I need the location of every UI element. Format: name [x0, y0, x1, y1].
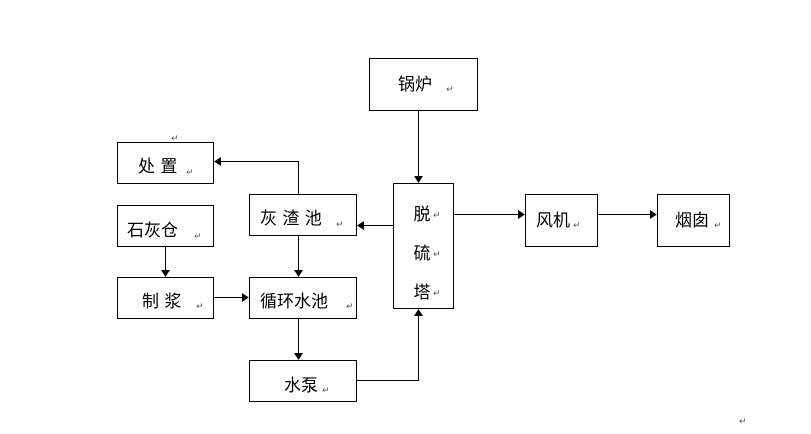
slurry-label: 制 浆 [142, 292, 181, 312]
circulating-pool-box [249, 277, 357, 319]
disposal-label: 处 置 [138, 157, 177, 177]
paragraph-mark: ↵ [322, 386, 330, 396]
boiler-box [369, 58, 478, 111]
chimney-label: 烟囱 [675, 211, 709, 231]
lime-silo-label: 石灰仓 [127, 221, 178, 241]
lime-silo-to-slurry-arrow [161, 270, 170, 277]
tower-to-ash-pool-arrow [357, 221, 364, 230]
ash-pool-to-circulating-pool-arrow [294, 270, 303, 277]
fan-to-chimney-arrow [650, 210, 657, 219]
slurry-box [117, 277, 214, 319]
paragraph-mark: ↵ [433, 211, 441, 221]
slurry-to-circulating-pool-arrow [242, 293, 249, 302]
ash-pool-box [249, 194, 357, 236]
paragraph-mark: ↵ [196, 302, 204, 312]
paragraph-mark: ↵ [433, 289, 441, 299]
paragraph-mark: ↵ [336, 220, 344, 230]
boiler-label: 锅炉 [398, 75, 432, 95]
fan-box [525, 194, 598, 247]
tower-label-char-1: 脱 [414, 205, 431, 225]
paragraph-mark: ↵ [194, 232, 202, 242]
tower-to-fan-arrow [518, 210, 525, 219]
chimney-box [657, 194, 730, 247]
pump-to-tower-arrow [414, 309, 423, 316]
ash-pool-label: 灰 渣 池 [260, 209, 322, 229]
desulfurization-tower-box [393, 183, 454, 309]
paragraph-mark: ↵ [346, 302, 354, 312]
circulating-pool-label: 循环水池 [260, 292, 328, 312]
lime-silo-box [117, 205, 214, 247]
pump-box [249, 360, 357, 402]
paragraph-mark: ↵ [433, 250, 441, 260]
disposal-box [117, 142, 214, 184]
paragraph-mark: ↵ [573, 221, 581, 231]
tower-label-char-3: 塔 [414, 283, 431, 303]
paragraph-mark: ↵ [186, 168, 194, 178]
ash-pool-to-disposal-arrow [214, 157, 221, 166]
paragraph-mark: ↵ [446, 85, 454, 95]
tower-label-char-2: 硫 [414, 244, 431, 264]
pump-label: 水泵 [284, 376, 318, 396]
pump-to-tower-line [357, 316, 419, 381]
paragraph-mark: ↵ [739, 417, 747, 427]
paragraph-mark: ↵ [714, 221, 722, 231]
fan-label: 风机 [536, 211, 570, 231]
boiler-to-tower-arrow [414, 176, 423, 183]
circulating-pool-to-pump-arrow [294, 353, 303, 360]
paragraph-mark: ↵ [171, 134, 179, 144]
ash-pool-to-disposal-line [221, 161, 299, 194]
